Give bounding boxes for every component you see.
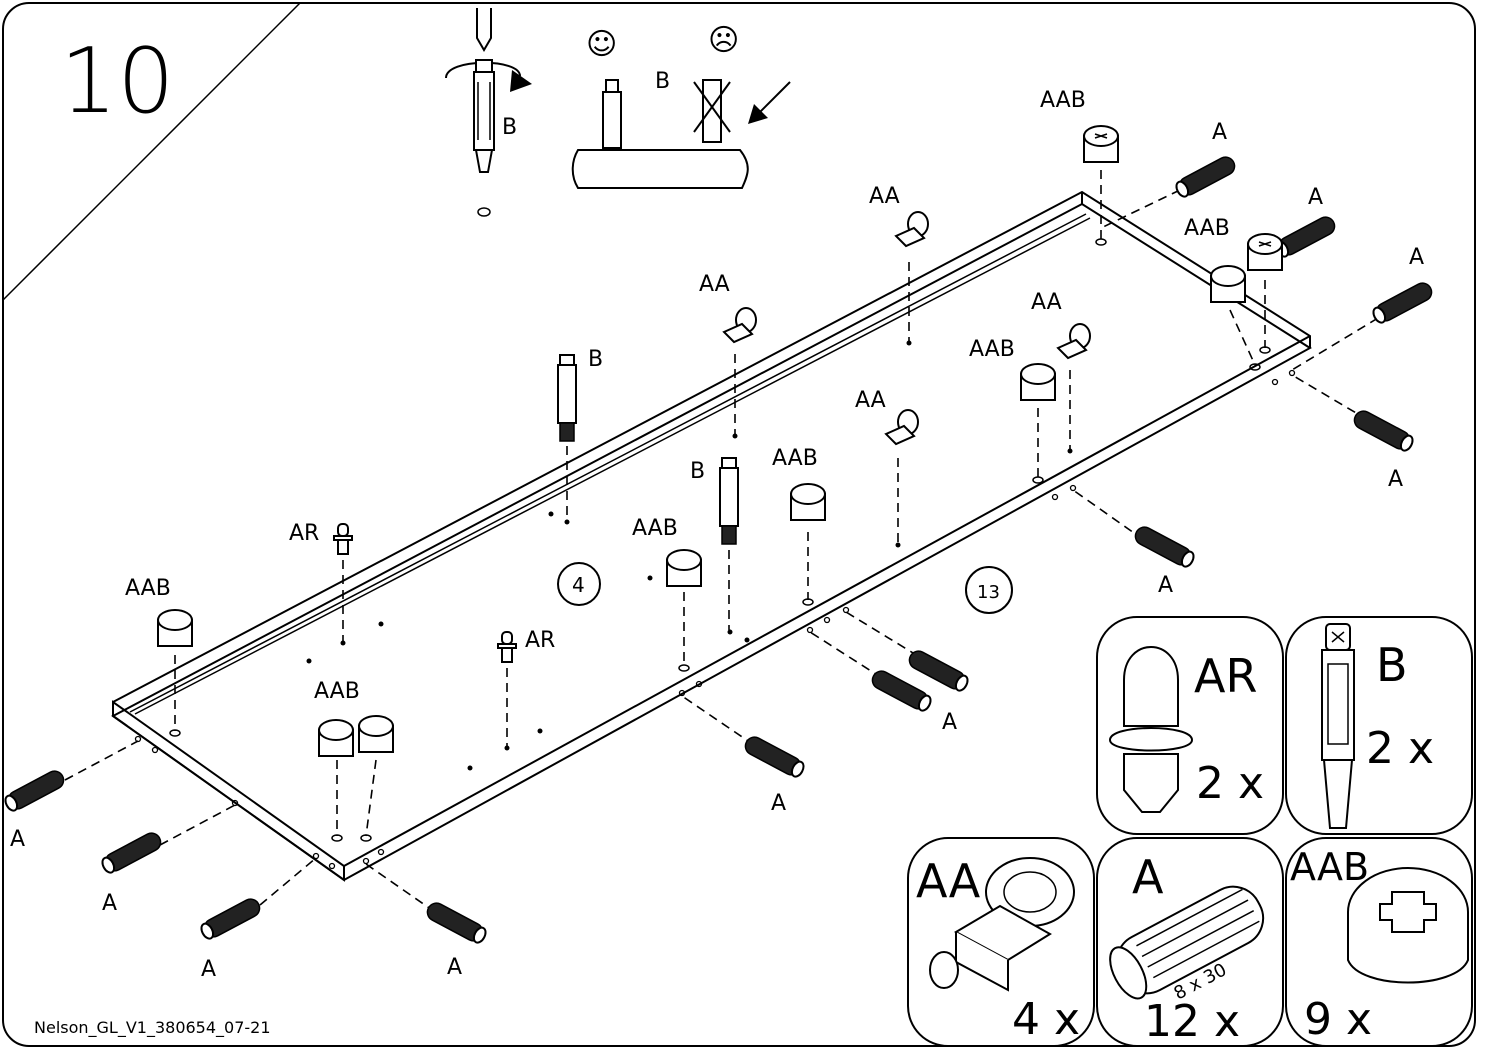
label-a-3: A xyxy=(1409,245,1424,270)
label-b-2: B xyxy=(690,459,705,484)
depth-comparison-detail xyxy=(571,79,791,189)
legend-a-code: A xyxy=(1132,850,1164,904)
label-aa-1: AA xyxy=(869,184,900,209)
label-a-6: A xyxy=(942,710,957,735)
label-a-4: A xyxy=(1388,467,1403,492)
board-panel xyxy=(111,190,1312,882)
screw-b-label: B xyxy=(502,115,517,140)
label-aa-3: AA xyxy=(1031,290,1062,315)
guide-lines xyxy=(64,170,1379,913)
legend-b-qty: 2 x xyxy=(1366,723,1434,774)
label-ar-1: AR xyxy=(289,521,319,546)
legend-a-box: A 8 x 30 12 x xyxy=(1096,837,1284,1047)
legend-aa-code: AA xyxy=(916,854,981,908)
legend-b-code: B xyxy=(1376,638,1408,692)
shelf-supports-aa xyxy=(722,211,1091,446)
label-aab-3: AAB xyxy=(969,337,1015,362)
cam-locks-aab xyxy=(157,125,1283,757)
label-aab-2: AAB xyxy=(1184,216,1230,241)
compare-b-label: B xyxy=(655,69,670,94)
legend-aa-box: AA 4 x xyxy=(907,837,1095,1047)
legend-ar-qty: 2 x xyxy=(1196,758,1264,809)
label-a-5: A xyxy=(1158,573,1173,598)
bad-face-icon: ☹ xyxy=(708,23,739,58)
legend-aab-qty: 9 x xyxy=(1304,994,1372,1045)
dowels-a xyxy=(4,156,1433,944)
label-a-2: A xyxy=(1308,185,1323,210)
legend-a-qty: 12 x xyxy=(1144,996,1240,1047)
pins-ar xyxy=(333,523,517,663)
label-aab-7: AAB xyxy=(314,679,360,704)
legend-aab-box: AAB 9 x xyxy=(1285,837,1473,1047)
bolts-b xyxy=(557,354,739,545)
legend-b-box: B 2 x xyxy=(1285,616,1473,835)
screw-b-detail xyxy=(445,8,532,217)
label-aab-1: AAB xyxy=(1040,88,1086,113)
legend-aab-code: AAB xyxy=(1290,845,1369,889)
label-b-1: B xyxy=(588,347,603,372)
panel-4-marker xyxy=(557,562,601,606)
step-number: 10 xyxy=(60,29,175,134)
label-a-10: A xyxy=(201,957,216,982)
label-ar-2: AR xyxy=(525,628,555,653)
edge-holes xyxy=(134,369,1296,870)
legend-ar-code: AR xyxy=(1194,649,1257,703)
panel-13-label: 13 xyxy=(977,582,1000,603)
label-a-8: A xyxy=(10,827,25,852)
good-face-icon: ☺ xyxy=(586,27,617,62)
label-a-7: A xyxy=(771,791,786,816)
legend-aa-qty: 4 x xyxy=(1012,994,1080,1045)
step-corner-divider xyxy=(2,2,301,301)
board-holes xyxy=(169,238,1271,842)
label-aab-6: AAB xyxy=(125,576,171,601)
label-a-11: A xyxy=(447,955,462,980)
label-aab-4: AAB xyxy=(772,446,818,471)
label-a-1: A xyxy=(1212,120,1227,145)
footer-code: Nelson_GL_V1_380654_07-21 xyxy=(34,1018,271,1038)
label-aab-5: AAB xyxy=(632,516,678,541)
panel-13-marker xyxy=(965,566,1013,614)
label-aa-2: AA xyxy=(699,272,730,297)
label-aa-4: AA xyxy=(855,388,886,413)
label-a-9: A xyxy=(102,891,117,916)
part-labels: AAB A A AAB A AA AA AA AAB B AA A B AAB … xyxy=(10,88,1424,982)
legend-ar-box: AR 2 x xyxy=(1096,616,1284,835)
panel-4-label: 4 xyxy=(572,573,585,597)
